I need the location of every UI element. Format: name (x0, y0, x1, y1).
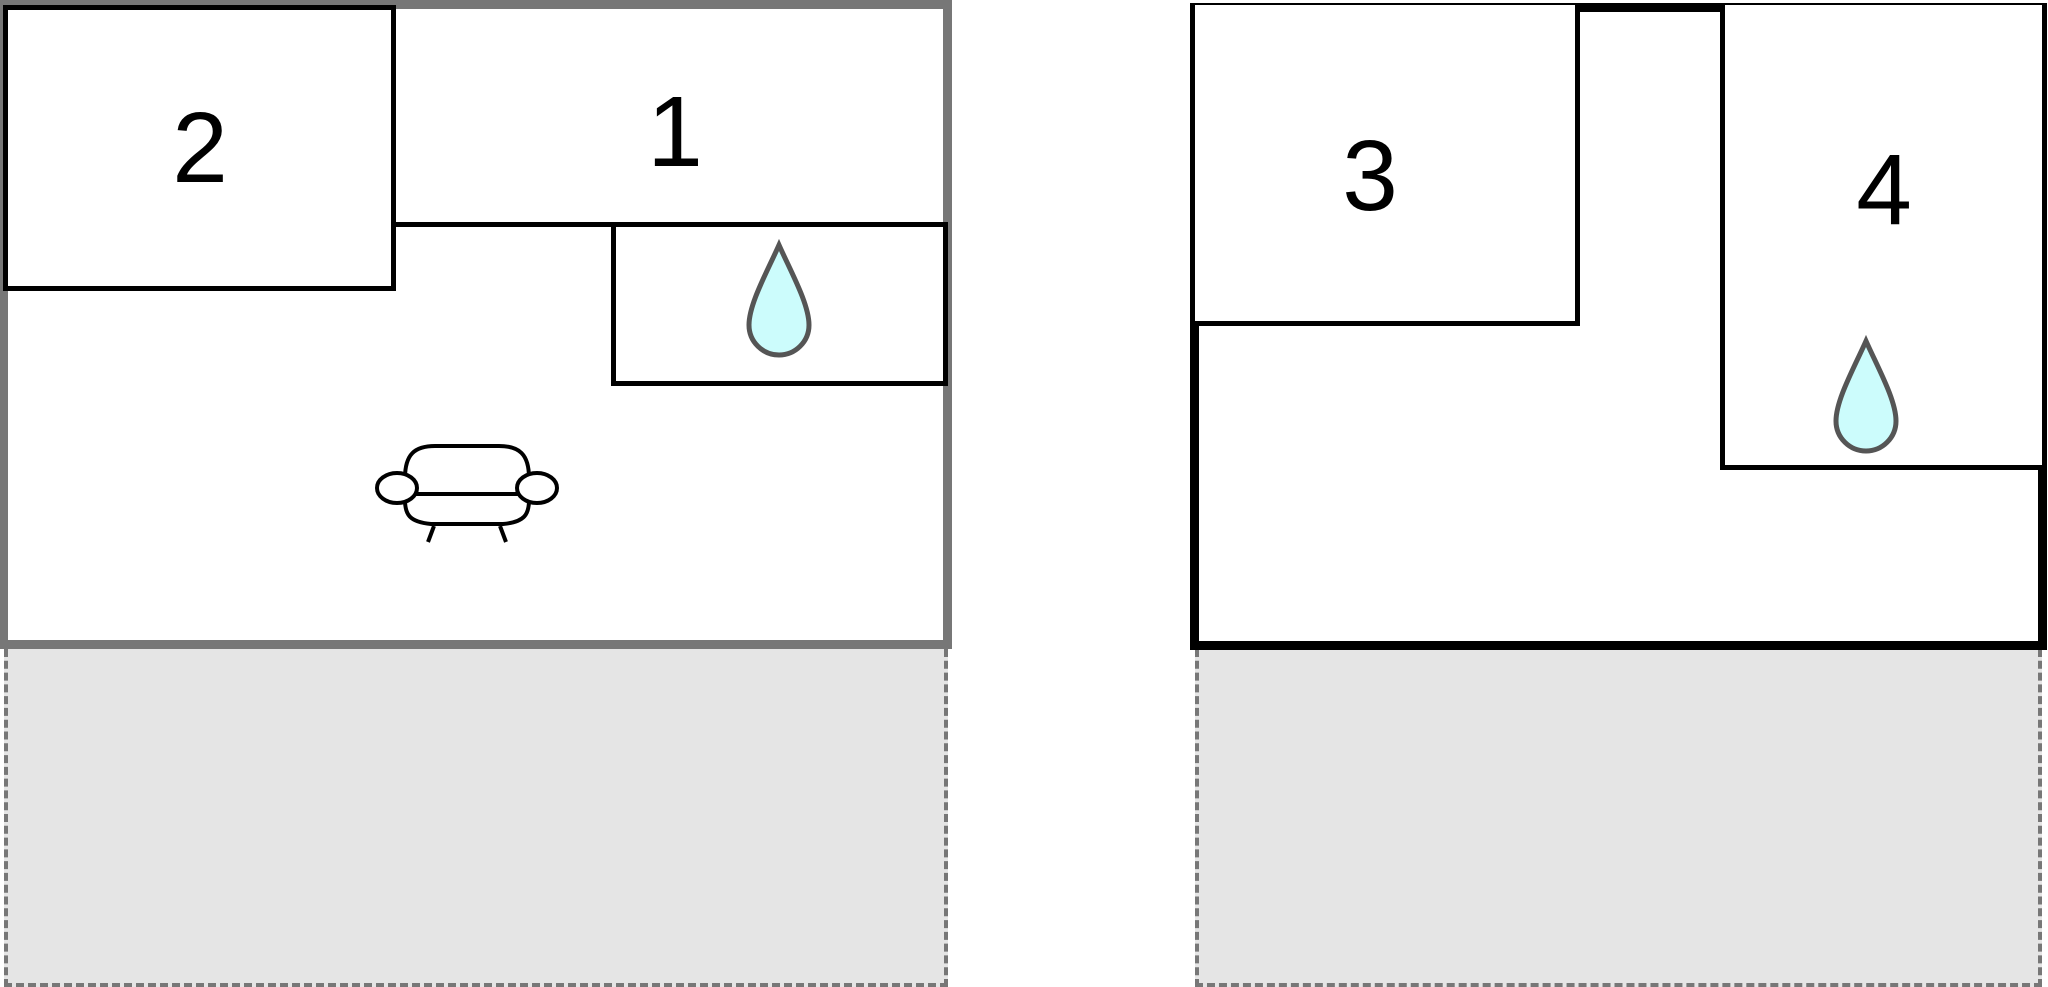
terrace-left (4, 649, 948, 987)
room-label-1: 1 (647, 76, 703, 188)
room-label-4: 4 (1856, 134, 1912, 246)
room-3 (1195, 5, 1580, 326)
sofa-icon (375, 444, 559, 543)
room-2 (3, 5, 396, 291)
water-drop-icon (746, 238, 812, 358)
room-label-2: 2 (172, 92, 228, 204)
room-label-3: 3 (1342, 120, 1398, 232)
terrace-right (1195, 649, 2042, 987)
water-drop-icon (1833, 334, 1899, 454)
